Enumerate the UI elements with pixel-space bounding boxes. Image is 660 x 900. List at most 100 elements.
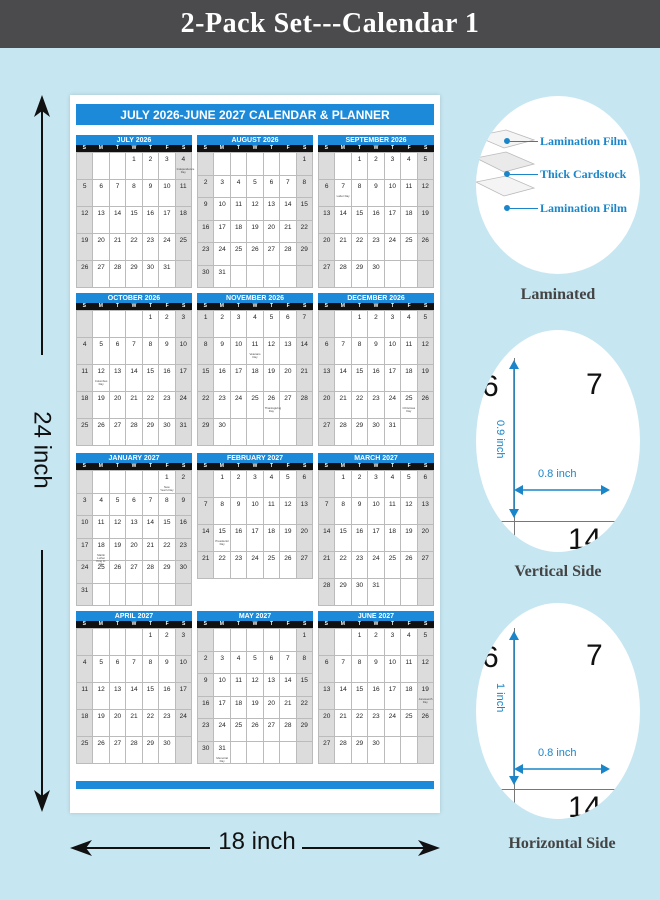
weekday-label: S xyxy=(203,145,207,151)
weekday-label: S xyxy=(303,145,307,151)
day-cell: 29 xyxy=(142,419,160,446)
weekday-label: T xyxy=(357,621,361,627)
day-cell: 31 xyxy=(159,261,176,288)
day-cell: 31 xyxy=(384,419,402,446)
day-cell: 14 xyxy=(335,207,352,234)
weekday-label: M xyxy=(340,303,345,309)
day-cell: 26 xyxy=(93,419,110,446)
day-cell: 21 xyxy=(335,392,352,419)
day-cell: 8 xyxy=(126,180,143,207)
day-number: 2 xyxy=(165,632,169,639)
day-cell: 4 xyxy=(93,493,110,516)
day-cell: 3 xyxy=(214,175,231,198)
day-number: 1 xyxy=(357,632,362,639)
day-cell: 27 xyxy=(263,719,281,742)
day-number: 5 xyxy=(286,474,290,481)
day-cell: 12 xyxy=(417,180,434,207)
weekday-label: W xyxy=(131,145,137,151)
day-number: 13 xyxy=(323,686,331,693)
day-number: 30 xyxy=(218,422,226,429)
day-cell: 11 xyxy=(401,338,418,365)
day-number: 12 xyxy=(251,677,259,684)
day-number: 7 xyxy=(132,341,136,348)
day-cell: 26 xyxy=(93,737,110,764)
day-cell: 13 xyxy=(296,498,313,525)
day-cell xyxy=(247,629,264,652)
day-number: 21 xyxy=(202,555,210,562)
day-number: 11 xyxy=(405,659,413,666)
day-number: 1 xyxy=(148,632,153,639)
width-dimension-arrow xyxy=(70,838,440,858)
day-cell: 29 xyxy=(351,737,369,764)
day-cell: 2 xyxy=(351,471,369,498)
day-cell: 27 xyxy=(319,419,336,446)
holiday-note: Juneteenth Day xyxy=(418,697,433,704)
day-cell: 5 xyxy=(109,493,127,516)
day-cell: 17 xyxy=(384,683,402,710)
day-cell xyxy=(214,153,231,176)
day-number: 15 xyxy=(146,368,155,375)
day-cell xyxy=(417,737,434,764)
day-number: 28 xyxy=(323,582,331,589)
month-name: JANUARY 2027 xyxy=(76,453,192,463)
day-cell: 10 xyxy=(214,674,231,697)
day-cell: 24 xyxy=(214,243,231,266)
day-number: 18 xyxy=(405,686,413,693)
day-number: 2 xyxy=(203,178,208,186)
day-cell: 22 xyxy=(214,552,231,579)
day-cell: 26 xyxy=(109,561,127,584)
day-number: 13 xyxy=(130,519,138,526)
day-cell: 5 xyxy=(401,471,418,498)
month-name: DECEMBER 2026 xyxy=(318,293,434,303)
day-number: 2 xyxy=(374,156,378,163)
day-cell: 26 xyxy=(401,552,418,579)
day-number: 15 xyxy=(355,686,364,693)
day-number: 12 xyxy=(267,341,276,348)
day-cell: 5 xyxy=(247,651,264,674)
day-number: 20 xyxy=(284,368,292,375)
month-name: NOVEMBER 2026 xyxy=(197,293,313,303)
day-number: 16 xyxy=(372,368,380,375)
month-name: MARCH 2027 xyxy=(318,453,434,463)
day-cell: 2 xyxy=(368,629,385,656)
day-number: 17 xyxy=(388,368,397,375)
day-cell: 7 xyxy=(109,180,127,207)
day-cell: 1 xyxy=(351,153,369,180)
weekday-label: W xyxy=(373,621,379,627)
day-number: 22 xyxy=(339,555,347,562)
weekday-label: W xyxy=(131,463,137,469)
day-cell: 12 xyxy=(77,207,94,234)
day-cell: 13 xyxy=(319,683,336,710)
day-number: 4 xyxy=(82,659,87,666)
day-cell: 15 xyxy=(142,683,160,710)
day-cell: 5 xyxy=(247,175,264,198)
day-cell: 5 xyxy=(280,471,297,498)
day-cell: 21 xyxy=(296,365,313,392)
day-cell: 23 xyxy=(368,710,385,737)
day-number: 2 xyxy=(165,314,169,321)
day-number: 28 xyxy=(113,264,122,271)
day-cell: 18 xyxy=(77,392,94,419)
day-cell: 23 xyxy=(351,552,369,579)
day-cell: 20 xyxy=(126,538,143,561)
day-number: 8 xyxy=(220,501,224,508)
day-cell: 2 xyxy=(175,471,192,494)
day-number: 23 xyxy=(372,395,380,402)
day-number: 9 xyxy=(203,201,208,208)
day-cell: 21 xyxy=(198,552,215,579)
day-cell: 16 xyxy=(198,696,215,719)
day-number: 4 xyxy=(253,314,257,321)
day-number: 5 xyxy=(115,496,120,504)
day-number: 7 xyxy=(115,183,120,190)
day-number: 13 xyxy=(267,201,276,208)
day-cell: 13 xyxy=(319,207,336,234)
day-cell xyxy=(280,629,297,652)
weekday-label: S xyxy=(82,463,86,469)
day-cell: 6 xyxy=(319,180,336,207)
day-number: 10 xyxy=(372,501,380,508)
weekday-label: T xyxy=(270,463,274,469)
day-number: 31 xyxy=(388,422,397,429)
